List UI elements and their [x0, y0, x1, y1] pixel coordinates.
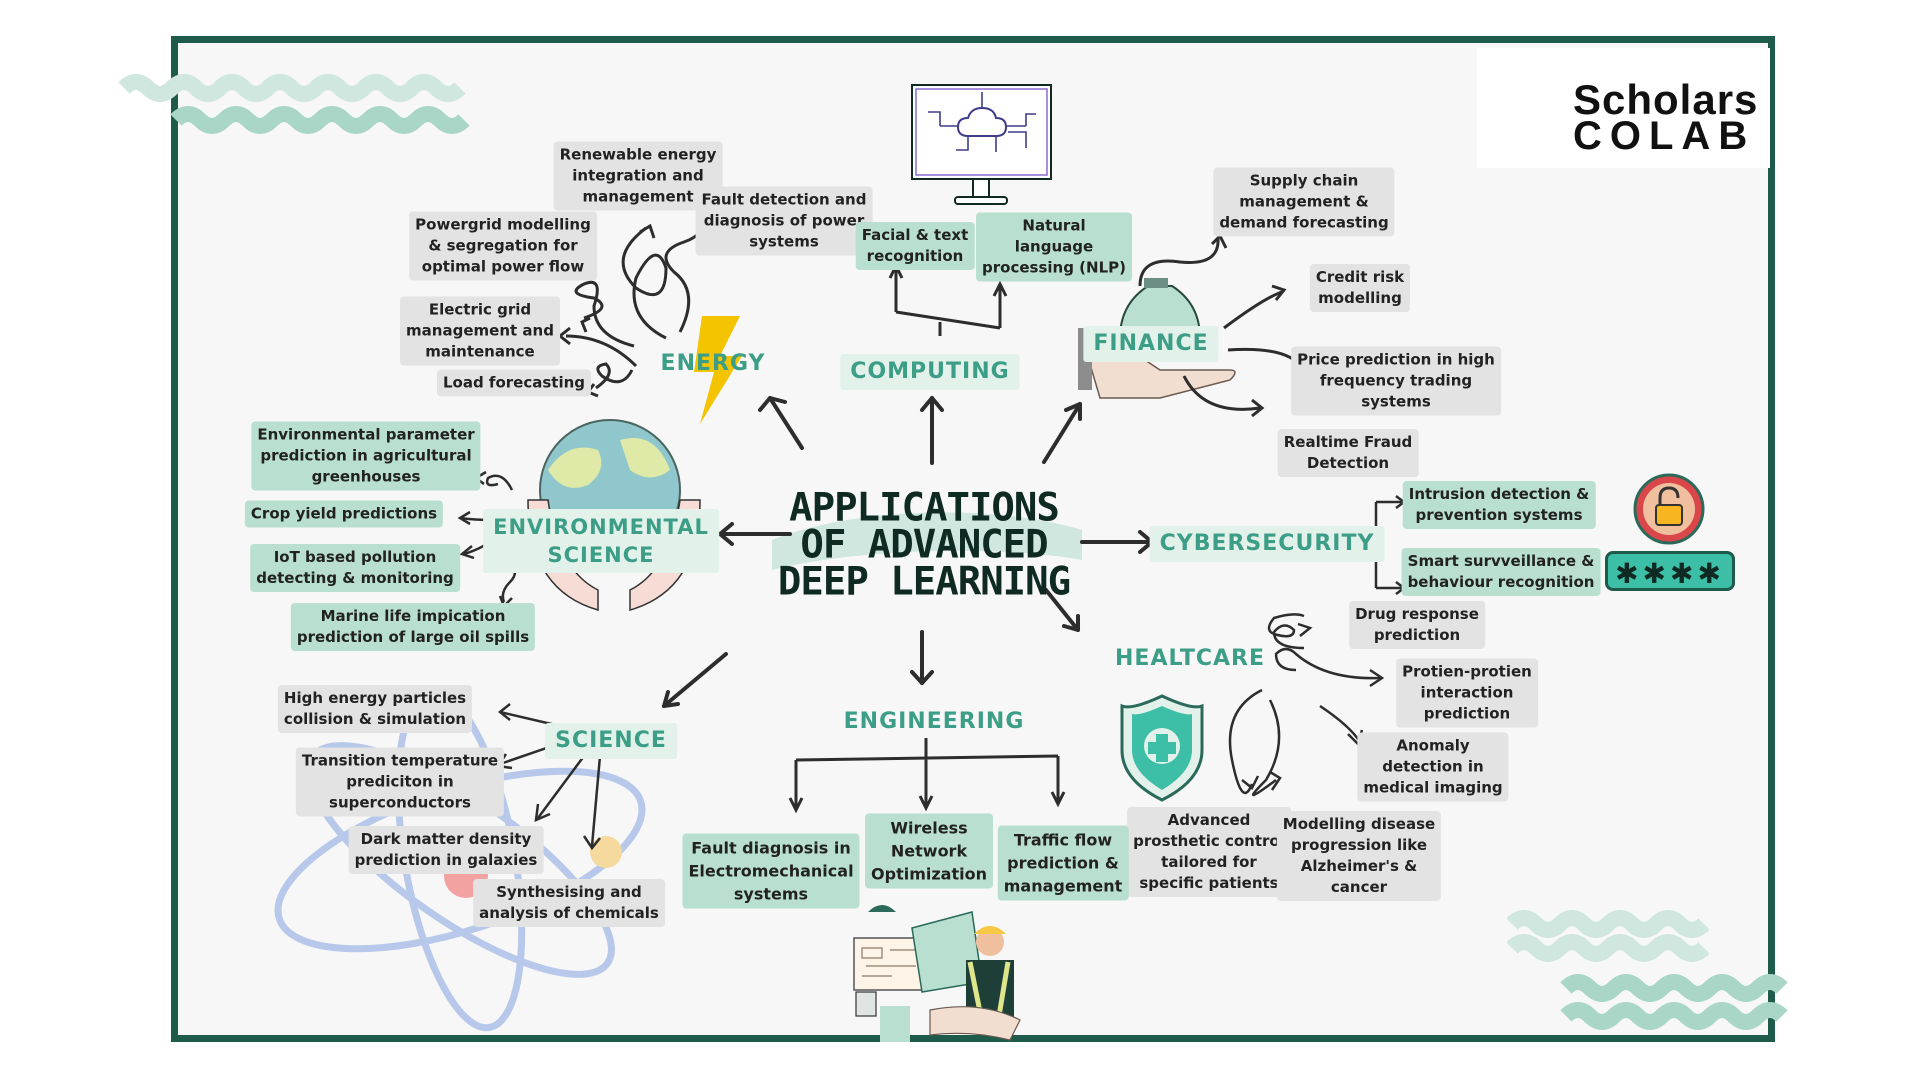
engineering-fork — [788, 738, 1066, 814]
health-item-prosthetic: Advanced prosthetic control tailored for… — [1127, 807, 1291, 897]
logo-area — [1477, 48, 1770, 168]
health-item-anomaly: Anomaly detection in medical imaging — [1357, 732, 1509, 802]
energy-item-load-forecasting: Load forecasting — [436, 369, 592, 397]
title-swoosh — [772, 512, 1082, 570]
finance-item-supply-chain: Supply chain management & demand forecas… — [1213, 167, 1395, 237]
wave-decoration-bottom-right — [1506, 910, 1788, 1030]
shield-cross-icon — [1120, 694, 1204, 802]
cyber-item-surveillance: Smart survveillance & behaviour recognit… — [1401, 548, 1601, 596]
energy-item-powergrid: Powergrid modelling & segregation for op… — [409, 211, 597, 281]
logo-text-scholars: Scholars — [1573, 76, 1759, 123]
category-cybersecurity: CYBERSECURITY — [1149, 526, 1385, 562]
finance-item-fraud-detection: Realtime Fraud Detection — [1277, 429, 1419, 477]
cyber-item-intrusion: Intrusion detection & prevention systems — [1402, 481, 1596, 529]
computing-item-nlp: Natural language processing (NLP) — [976, 212, 1132, 282]
monitor-cloud-icon — [911, 84, 1052, 205]
atom-electron — [590, 836, 622, 868]
category-healthcare: HEALTCARE — [1115, 646, 1265, 671]
energy-item-electric-grid: Electric grid management and maintenance — [400, 296, 560, 366]
center-title: APPLICATIONS OF ADVANCED DEEP LEARNING — [777, 485, 1071, 605]
category-finance: FINANCE — [1083, 326, 1219, 362]
health-curly-arrows — [1228, 613, 1385, 797]
health-item-disease-progression: Modelling disease progression like Alzhe… — [1276, 811, 1442, 901]
science-item-superconductors: Transition temperature prediciton in sup… — [295, 747, 505, 817]
computing-item-facial-text: Facial & text recognition — [855, 222, 975, 270]
engineer-icon — [853, 905, 1021, 1042]
logo-text-colab: COLAB — [1573, 114, 1756, 158]
finance-item-credit-risk: Credit risk modelling — [1309, 264, 1411, 312]
eng-item-wireless: Wireless Network Optimization — [865, 813, 993, 889]
finance-item-price-prediction: Price prediction in high frequency tradi… — [1291, 346, 1501, 416]
main-arrows — [662, 396, 1154, 708]
env-item-crop-yield: Crop yield predictions — [244, 500, 444, 528]
science-item-particles: High energy particles collision & simula… — [277, 685, 473, 733]
env-item-greenhouse: Environmental parameter prediction in ag… — [251, 421, 481, 491]
password-mask-icon: ✱✱✱✱ — [1605, 551, 1735, 591]
energy-item-fault-detection: Fault detection and diagnosis of power s… — [695, 186, 873, 256]
eng-item-traffic-flow: Traffic flow prediction & management — [997, 825, 1129, 901]
category-computing: COMPUTING — [840, 354, 1020, 390]
eng-item-fault-diagnosis: Fault diagnosis in Electromechanical sys… — [682, 833, 860, 909]
wave-decoration-top-left — [118, 74, 470, 134]
science-item-chemicals: Synthesising and analysis of chemicals — [473, 879, 665, 927]
health-item-protein: Protien-protien interaction prediction — [1396, 658, 1538, 728]
bolt-icon — [694, 316, 742, 424]
padlock-icon — [1633, 473, 1705, 545]
category-energy: ENERGY — [660, 351, 766, 376]
science-item-dark-matter: Dark matter density prediction in galaxi… — [348, 826, 544, 874]
category-science: SCIENCE — [545, 723, 677, 759]
category-environmental-science: ENVIRONMENTAL SCIENCE — [483, 509, 719, 573]
energy-item-renewable: Renewable energy integration and managem… — [553, 141, 723, 211]
category-engineering: ENGINEERING — [843, 709, 1025, 734]
env-item-marine-life: Marine life impication prediction of lar… — [290, 603, 536, 651]
health-item-drug-response: Drug response prediction — [1349, 601, 1485, 649]
env-item-iot-pollution: IoT based pollution detecting & monitori… — [250, 544, 460, 592]
